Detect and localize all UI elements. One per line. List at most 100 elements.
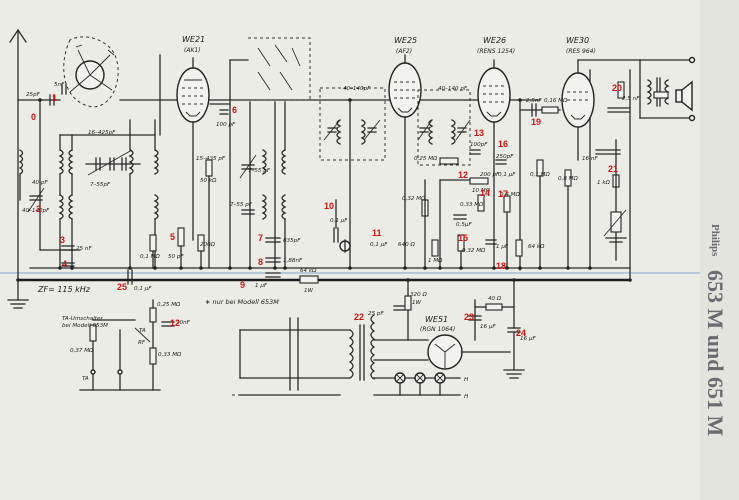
- marker-15: 15: [458, 233, 468, 243]
- component-label: 0,1 MΩ: [140, 254, 161, 260]
- tube-we51-name: WE51: [425, 315, 448, 324]
- ground-symbol: [7, 279, 29, 309]
- component-label: 0,25 MΩ: [414, 156, 438, 162]
- component-label: 1W: [412, 300, 422, 306]
- component-label: 7–55 pF: [230, 202, 253, 208]
- filter-circuit: [393, 279, 525, 379]
- component-label: H: [464, 377, 469, 383]
- power-transformer: [232, 314, 376, 396]
- component-label: 16 μF: [480, 324, 496, 330]
- component-label: 0,37 MΩ: [70, 348, 94, 354]
- component-label: 1 MΩ: [428, 258, 443, 264]
- tube-we21: [176, 57, 210, 241]
- antenna-symbol: [9, 28, 27, 281]
- marker-24: 24: [516, 328, 526, 338]
- component-label: 25 nF: [76, 246, 92, 252]
- component-label: 15–435 pF: [196, 156, 226, 162]
- component-label: 7–55pF: [90, 182, 111, 188]
- marker-19: 19: [531, 117, 541, 127]
- marker-8: 8: [258, 257, 263, 267]
- marker-1: 1: [52, 93, 57, 103]
- marker-23: 23: [464, 312, 474, 322]
- component-label: 2,5nF: [526, 98, 542, 104]
- component-label: H: [464, 394, 469, 400]
- component-label: 40–140pF: [343, 86, 371, 92]
- we30-circuit: [595, 81, 631, 261]
- ta-switch-note: TA-Umschalter: [62, 316, 103, 322]
- component-label: 16–425pF: [88, 130, 116, 136]
- component-label: RF: [138, 340, 146, 346]
- component-labels: 25pF 5nF 40 pF 40–140pF 16–425pF 7–55pF …: [22, 82, 640, 400]
- component-label: TA: [139, 328, 146, 334]
- component-label: 16 μF: [520, 336, 536, 342]
- component-label: 40–140 pF: [438, 86, 468, 92]
- tube-we30-name: WE30: [566, 36, 589, 45]
- tube-we30: [561, 59, 641, 161]
- component-label: 0,5μF: [456, 222, 472, 228]
- component-label: 835pF: [283, 238, 301, 244]
- component-label: 200 pF: [480, 172, 500, 178]
- marker-12: 12: [458, 170, 468, 180]
- tube-we26-name: WE26: [483, 36, 506, 45]
- marker-4: 4: [62, 259, 67, 269]
- output-transformer: [646, 77, 670, 107]
- component-label: 0,16 MΩ: [544, 98, 568, 104]
- component-label: 250pF: [496, 154, 514, 160]
- component-label: 640 Ω: [398, 242, 415, 248]
- osc-coils: [239, 101, 287, 278]
- component-label: 64 kΩ: [528, 244, 545, 250]
- output-coupling: [519, 103, 572, 269]
- marker-13: 13: [474, 128, 484, 138]
- component-label: 40 pF: [32, 180, 48, 186]
- marker-16: 16: [498, 139, 508, 149]
- marker-18: 18: [496, 261, 506, 271]
- component-label: 200Ω: [200, 242, 216, 248]
- tube-we25-name: WE25: [394, 36, 417, 45]
- we26-circuit: [439, 149, 523, 269]
- marker-0: 0: [31, 112, 36, 122]
- tube-we21-type: (AK1): [184, 47, 201, 54]
- component-label: 0,32 MΩ: [402, 196, 426, 202]
- marker-5: 5: [170, 232, 175, 242]
- input-coils: [17, 99, 159, 269]
- component-label: 40–140pF: [22, 208, 50, 214]
- reference-markers: 0 1 2 3 4 5 6 7 8 9 10 11 12 12 13 14 15…: [31, 83, 622, 338]
- component-label: 7–55 pF: [248, 168, 271, 174]
- marker-12-bottom: 12: [170, 318, 180, 328]
- component-label: 320 Ω: [410, 292, 427, 298]
- component-label: 0,25 MΩ: [157, 302, 181, 308]
- component-label: 0,1 μF: [498, 172, 516, 178]
- tube-we25: [388, 54, 439, 269]
- rectifier-we51: [373, 334, 511, 370]
- heater-lamps: [373, 372, 461, 396]
- marker-10: 10: [324, 201, 334, 211]
- component-label: 1,88nF: [283, 258, 303, 264]
- osc-switch: [229, 37, 311, 269]
- marker-17: 17: [498, 189, 508, 199]
- component-label: 0,1 μF: [330, 218, 348, 224]
- marker-6: 6: [232, 105, 237, 115]
- speaker-icon: [675, 56, 696, 122]
- component-label: 1 kΩ: [597, 180, 611, 186]
- input-capacitors: [27, 83, 141, 267]
- marker-9: 9: [240, 280, 245, 290]
- component-label: 1 μF: [255, 283, 268, 289]
- component-label: 0,33 MΩ: [158, 352, 182, 358]
- component-label: 10 MΩ: [472, 188, 491, 194]
- side-models: 653 M und 651 M: [703, 270, 728, 436]
- wave-switch: [63, 36, 119, 108]
- tube-we26-type: (RENS 1254): [477, 48, 515, 55]
- tube-we26: [477, 59, 511, 269]
- marker-3: 3: [60, 235, 65, 245]
- if-transformer-1: [319, 87, 386, 161]
- marker-25: 25: [117, 282, 127, 292]
- we21-circuit: [149, 54, 231, 269]
- component-label: 1W: [304, 288, 314, 294]
- marker-2: 2: [36, 204, 41, 214]
- component-label: 100pF: [470, 142, 488, 148]
- marker-22: 22: [354, 312, 364, 322]
- component-label: 0,8 MΩ: [558, 176, 579, 182]
- component-label: 50 pF: [168, 254, 184, 260]
- side-margin: [700, 0, 739, 500]
